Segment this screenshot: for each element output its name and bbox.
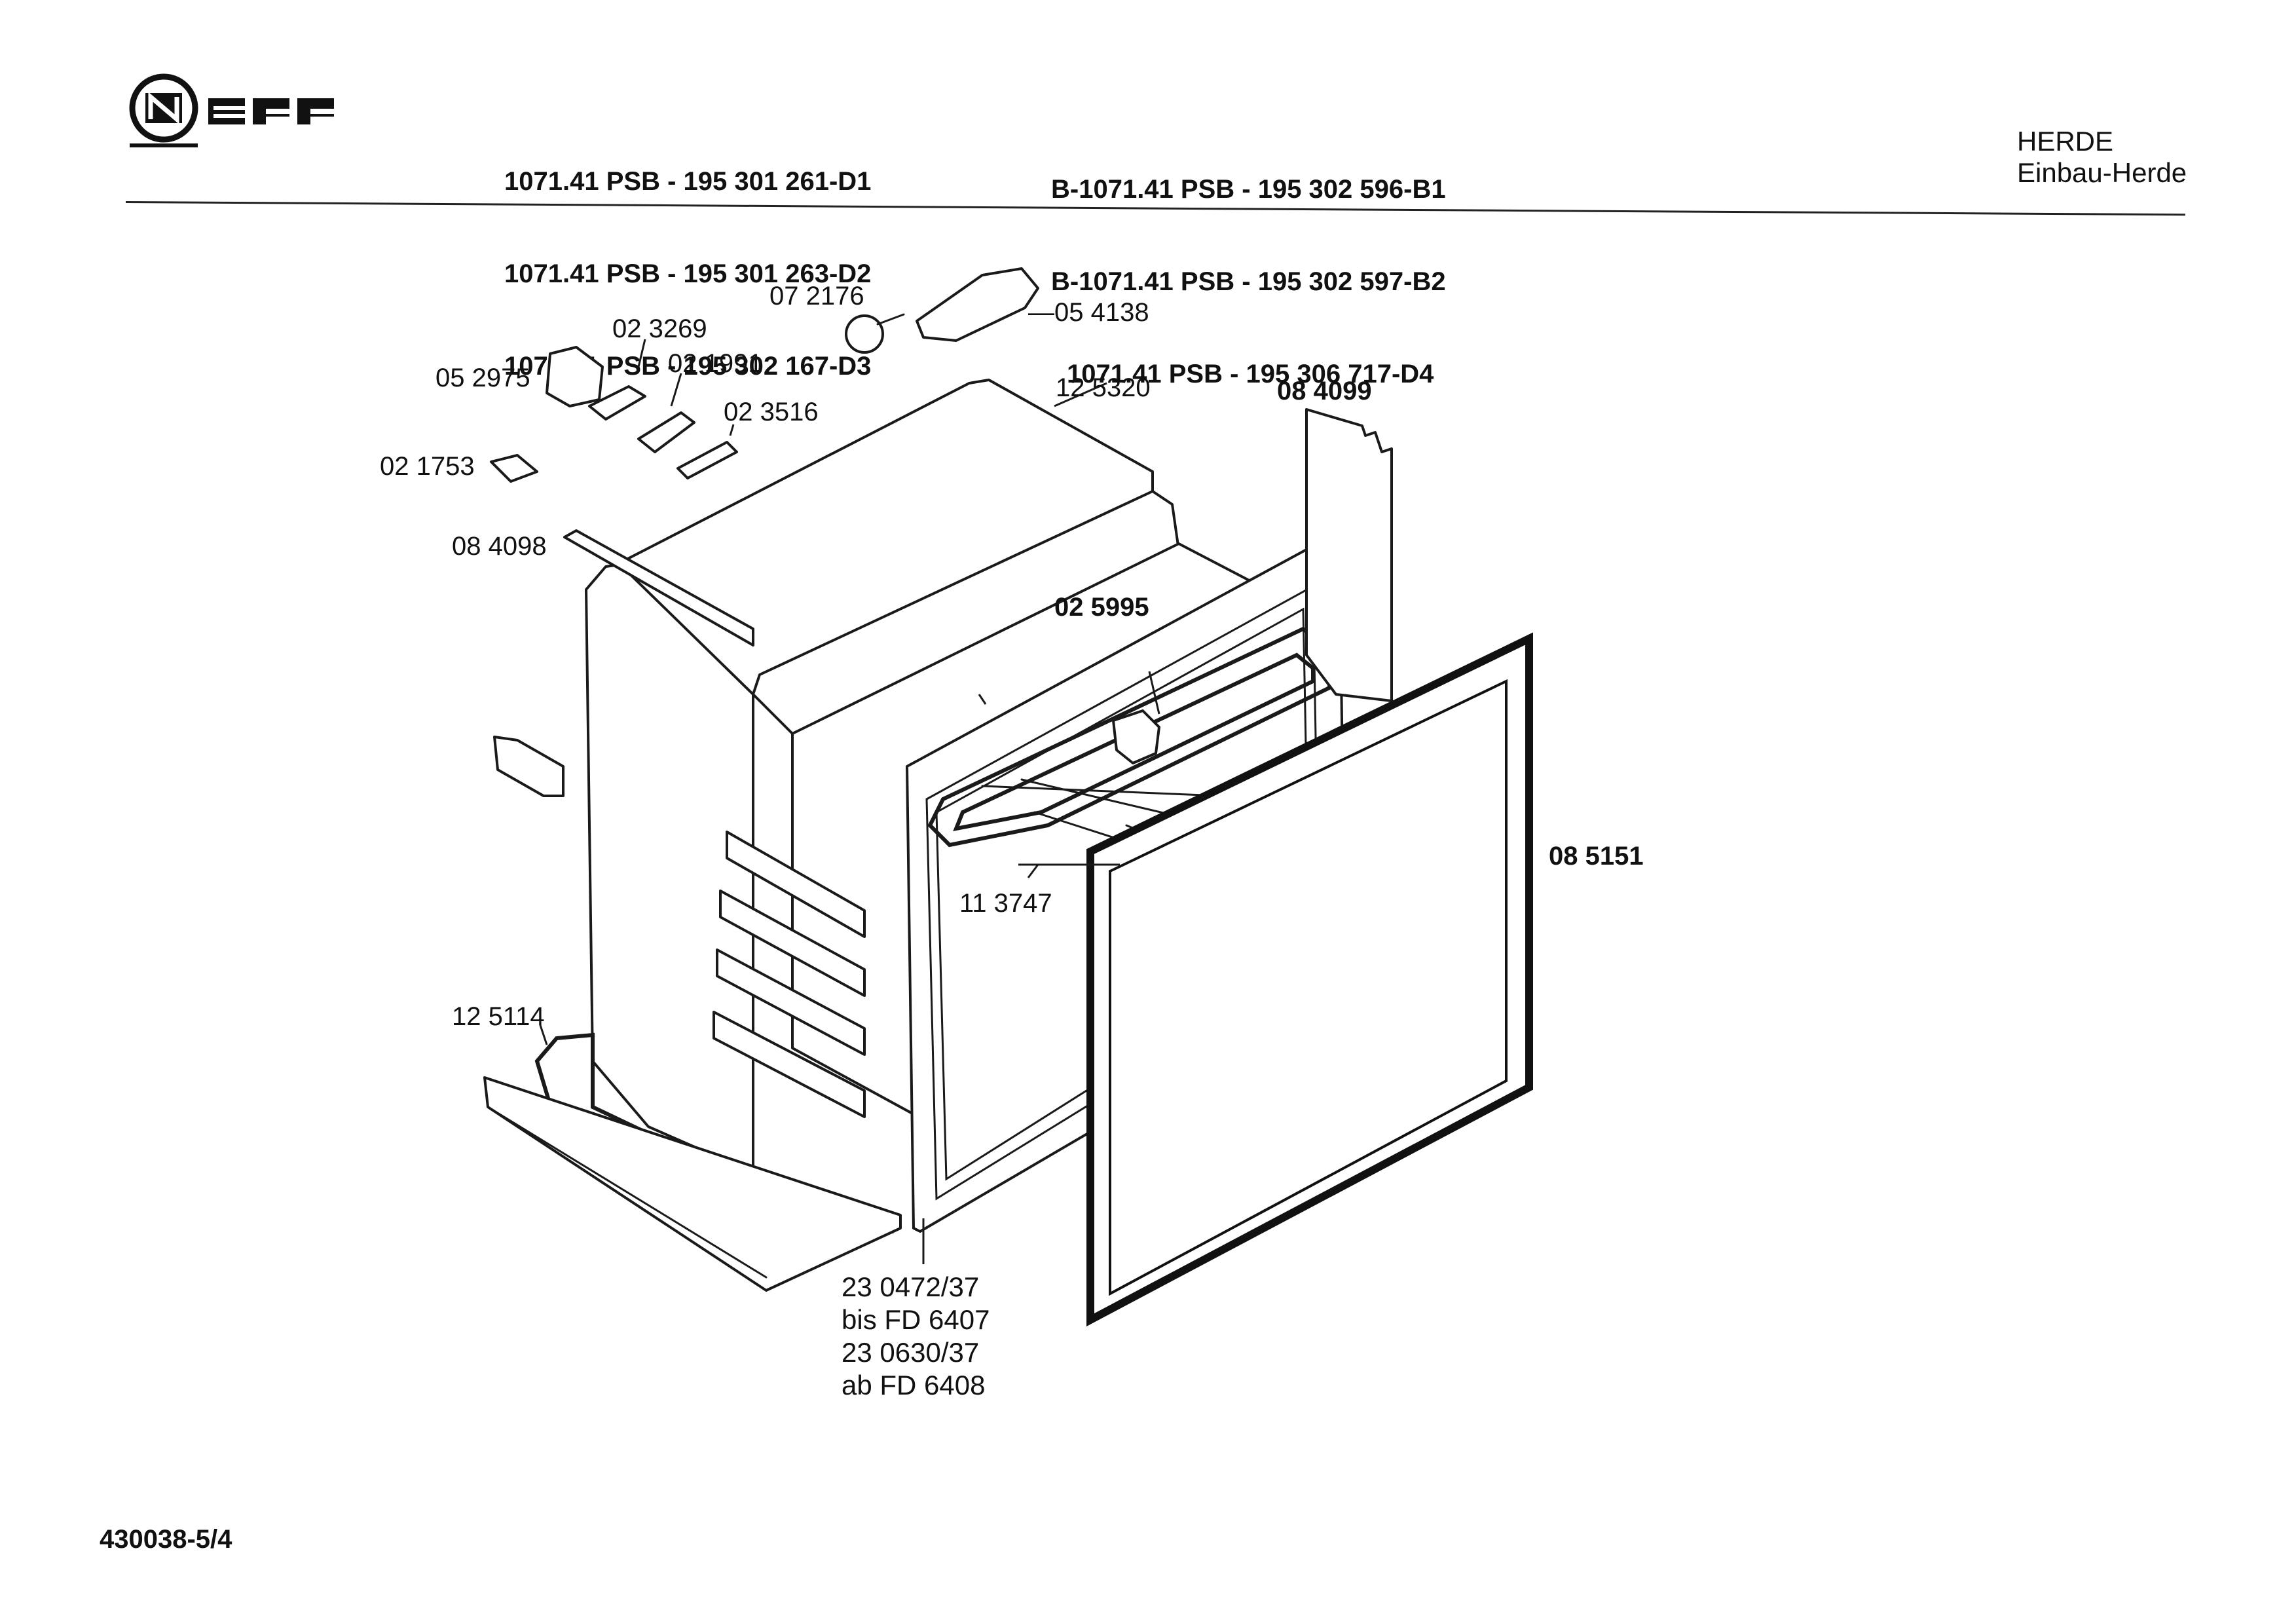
model-line: 1071.41 PSB - 195 301 263-D2 [504,259,872,288]
clip [490,454,538,483]
category-block: HERDE Einbau-Herde [2017,126,2187,189]
model-line: 1071.41 PSB - 195 301 261-D1 [504,167,872,196]
category-title: HERDE [2017,126,2114,157]
part-label-025995: 02 5995 [1054,593,1149,622]
part-label-125320: 12 5320 [1056,373,1151,402]
cover-021991 [637,411,695,453]
category-subtitle: Einbau-Herde [2017,157,2187,188]
cover-023516 [676,441,738,479]
side-rails [713,831,866,1118]
rod [563,529,754,647]
model-list-left: 1071.41 PSB - 195 301 261-D1 1071.41 PSB… [504,105,871,413]
model-line: B-1071.41 PSB - 195 302 597-B2 [1051,267,1446,296]
lamp-housing [916,267,1039,342]
neff-logo [124,72,373,151]
part-label-113747: 11 3747 [959,889,1052,918]
part-label-021753: 02 1753 [380,452,475,481]
gasket-023269 [588,385,646,421]
model-line: B-1071.41 PSB - 195 302 596-B1 [1051,175,1446,204]
door-gasket [1086,632,1533,1326]
side-panel [1305,408,1393,702]
sensor [1112,709,1160,764]
mounting-bracket [493,736,565,797]
document-id: 430038-5/4 [100,1525,232,1554]
note-line: ab FD 6408 [842,1370,986,1400]
note-line: 23 0630/37 [842,1337,980,1368]
part-label-084099: 08 4099 [1277,377,1372,405]
part-label-125114: 12 5114 [452,1002,545,1031]
part-label-054138: —05 4138 [1028,298,1149,327]
part-label-072176: 07 2176 [769,282,864,310]
part-label-021991: 02 1991 [668,349,763,378]
leader-lines [539,339,1160,1264]
model-line: 1071.41 PSB - 195 306 717-D4 [1067,360,1434,388]
switch-block [546,346,604,407]
neff-logo-icon [129,73,334,147]
part-label-084098: 08 4098 [452,532,547,561]
note-line: 23 0472/37 [842,1271,980,1302]
part-label-052975: 05 2975 [435,364,530,392]
note-line: bis FD 6407 [842,1304,990,1335]
lamp-bulb [845,314,884,354]
model-list-right: B-1071.41 PSB - 195 302 596-B1 B-1071.41… [1051,113,1446,421]
bottom-tray [483,1076,902,1292]
part-label-023269: 02 3269 [612,314,707,343]
door-seal-note: 23 0472/37 bis FD 6407 23 0630/37 ab FD … [842,1271,990,1402]
part-label-085151: 08 5151 [1549,842,1644,871]
part-label-023516: 02 3516 [724,398,819,426]
